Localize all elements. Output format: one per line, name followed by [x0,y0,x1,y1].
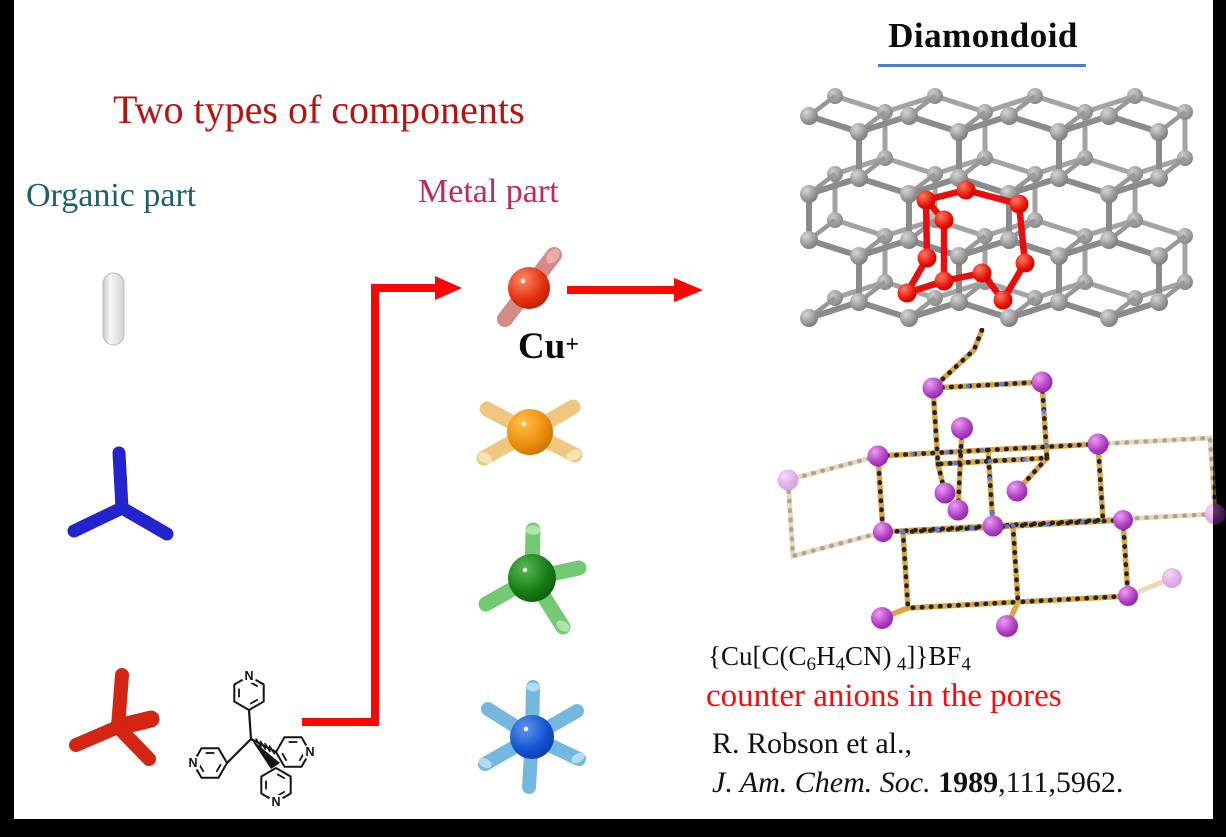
organic-linkers-graphic [67,272,174,766]
citation-year: 1989 [938,766,999,799]
nitrogen-label: N [244,669,253,683]
diamondoid-title: Diamondoid [888,16,1078,55]
white-rod-linker [102,272,125,346]
citation-authors: R. Robson et al., [712,727,912,760]
counter-anion-note: counter anions in the pores [706,678,1062,714]
organic-part-label: Organic part [26,177,197,214]
citation-reference: J. Am. Chem. Soc. 1989,111,5962. [712,766,1123,800]
orange-four-connected-node [476,399,583,466]
green-tetrahedral-node [478,522,587,635]
bottom-black-border [0,819,1226,837]
citation-journal: J. Am. Chem. Soc. [712,766,939,799]
nitrogen-label: N [305,745,314,759]
blue-tripod-linker [67,446,174,541]
crystal-structure-image [777,328,1226,637]
nitrogen-label: N [188,756,197,770]
title-underline [878,64,1086,67]
red-tetrapod-linker [69,668,160,766]
copper-node-spheres [867,371,1138,637]
metal-nodes-graphic [476,247,587,794]
left-black-border [0,0,14,837]
right-black-border [1213,0,1226,837]
diamondoid-network-image [800,88,1193,327]
nitrogen-label: N [271,795,280,809]
chemical-formula: {Cu[C(C6H4CN) 4]}BF4 [708,641,971,675]
blue-six-connected-node [478,680,586,794]
copper-ion-label: Cu+ [518,326,579,367]
metal-part-label: Metal part [418,173,559,210]
slide-heading: Two types of components [113,87,525,132]
citation-pages: ,111,5962. [998,766,1124,799]
copper-two-connected-node [497,247,562,327]
tetrapyridyl-ligand-structure: N N N N [185,668,318,810]
framework-edges [875,328,1131,628]
charge-superscript: + [565,332,579,358]
